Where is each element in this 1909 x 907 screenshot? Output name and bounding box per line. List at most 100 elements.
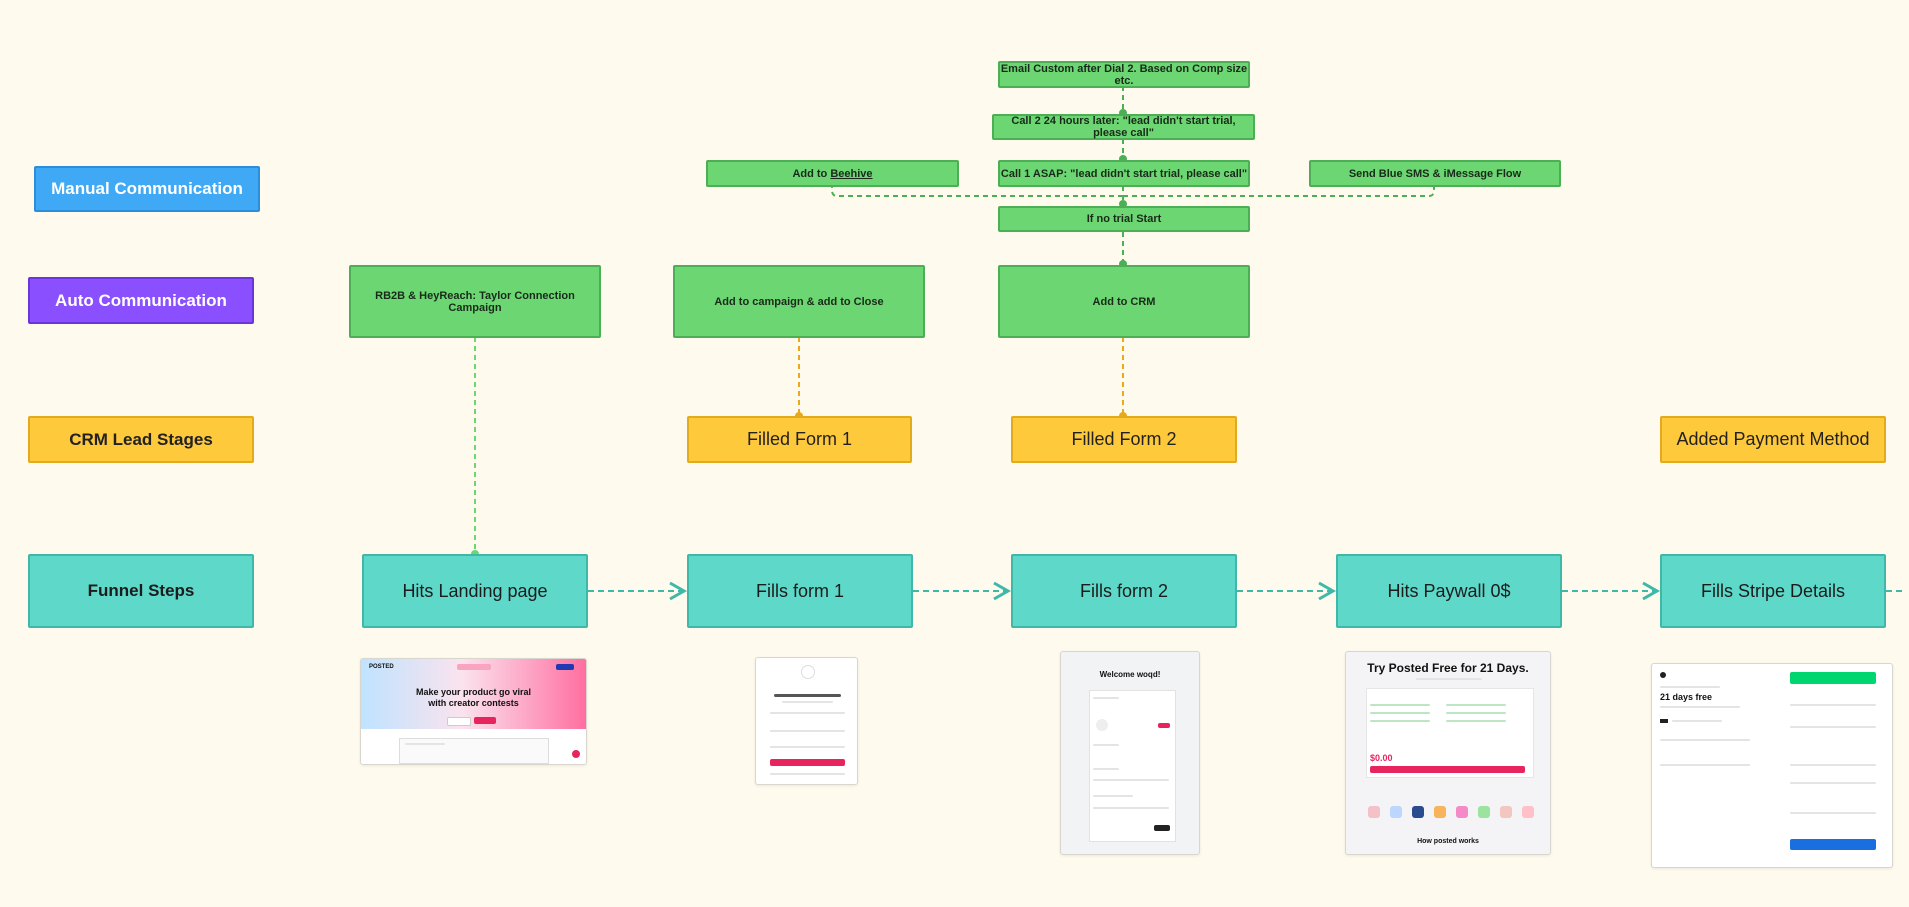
node-label: Filled Form 1 xyxy=(746,429,853,449)
paywall-feature-2 xyxy=(1446,704,1506,706)
node-label: Added Payment Method xyxy=(1676,429,1870,449)
node-label: Add to xyxy=(792,167,828,180)
form1-field-1 xyxy=(770,712,845,714)
lane-label: CRM Lead Stages xyxy=(69,429,213,449)
crm-filled-form-1[interactable]: Filled Form 1 xyxy=(687,416,912,463)
stripe-product-line xyxy=(1672,720,1722,722)
paywall-card xyxy=(1366,688,1534,778)
node-label: Call 1 ASAP: "lead didn't start trial, p… xyxy=(1000,167,1248,180)
form1-field-3 xyxy=(770,746,845,748)
paywall-feature-5 xyxy=(1370,720,1430,722)
paywall-feature-3 xyxy=(1370,712,1430,714)
paywall-footer: How posted works xyxy=(1417,838,1479,845)
form1-subheading xyxy=(782,701,833,703)
stripe-name-field xyxy=(1790,764,1876,766)
node-label: RB2B & HeyReach: Taylor Connection Campa… xyxy=(375,289,575,314)
node-add-to-beehive[interactable]: Add to Beehive xyxy=(706,160,959,187)
form1-logo-icon xyxy=(801,665,815,679)
stripe-email-field xyxy=(1790,704,1876,706)
node-call-1[interactable]: Call 1 ASAP: "lead didn't start trial, p… xyxy=(998,160,1250,187)
node-label: Fills form 2 xyxy=(1079,580,1168,601)
landing-cta-primary xyxy=(474,717,496,724)
funnel-hits-paywall[interactable]: Hits Paywall 0$ xyxy=(1336,554,1562,628)
lane-funnel-steps[interactable]: Funnel Steps xyxy=(28,554,254,628)
node-label: Filled Form 2 xyxy=(1071,429,1177,449)
node-label: Hits Paywall 0$ xyxy=(1387,580,1511,601)
node-rb2b-heyreach[interactable]: RB2B & HeyReach: Taylor Connection Campa… xyxy=(349,265,601,338)
node-label: Send Blue SMS & iMessage Flow xyxy=(1348,167,1522,180)
form1-heading xyxy=(774,694,841,697)
stripe-logo-icon xyxy=(1660,672,1666,678)
node-no-trial-start[interactable]: If no trial Start xyxy=(998,206,1250,232)
stripe-summary-line xyxy=(1660,706,1740,708)
thumbnail-form-1[interactable] xyxy=(755,657,858,785)
node-send-blue-sms[interactable]: Send Blue SMS & iMessage Flow xyxy=(1309,160,1561,187)
form2-field-label-4 xyxy=(1093,795,1133,797)
landing-headline-line-1: Make your product go viral xyxy=(415,687,532,697)
lane-label: Manual Communication xyxy=(51,179,243,198)
landing-preview-line xyxy=(405,743,445,745)
beehive-link[interactable]: Beehive xyxy=(830,167,873,180)
stripe-card-field xyxy=(1790,726,1876,728)
node-label: Add to CRM xyxy=(1092,295,1156,308)
paywall-price: $0.00 xyxy=(1370,753,1393,763)
funnel-fills-form-1[interactable]: Fills form 1 xyxy=(687,554,913,628)
paywall-start-trial-button xyxy=(1370,766,1525,773)
stripe-merchant-line xyxy=(1660,686,1720,688)
connector-notrial-beehive xyxy=(831,186,1123,197)
thumbnail-stripe[interactable]: 21 days free xyxy=(1651,663,1893,868)
landing-nav-buttons xyxy=(457,664,491,670)
form2-field-3 xyxy=(1093,779,1169,781)
form2-field-label-1 xyxy=(1093,697,1119,699)
form2-avatar-icon xyxy=(1096,719,1108,731)
node-label: Email Custom after Dial 2. Based on Comp… xyxy=(1000,62,1248,87)
landing-cta-secondary xyxy=(447,717,471,726)
lane-auto-communication[interactable]: Auto Communication xyxy=(28,277,254,324)
form2-continue-button xyxy=(1154,825,1170,831)
form1-submit-button xyxy=(770,759,845,766)
funnel-fills-stripe-details[interactable]: Fills Stripe Details xyxy=(1660,554,1886,628)
paywall-feature-4 xyxy=(1446,712,1506,714)
landing-login-button xyxy=(556,664,574,670)
node-label: Add to campaign & add to Close xyxy=(714,295,884,308)
form2-field-label-3 xyxy=(1093,768,1119,770)
stripe-country-field xyxy=(1790,782,1876,784)
node-label: Call 2 24 hours later: "lead didn't star… xyxy=(1011,115,1236,139)
landing-chat-icon xyxy=(572,750,580,758)
node-call-2[interactable]: Call 2 24 hours later: "lead didn't star… xyxy=(992,114,1255,140)
node-add-to-crm[interactable]: Add to CRM xyxy=(998,265,1250,338)
crm-added-payment-method[interactable]: Added Payment Method xyxy=(1660,416,1886,463)
form2-card xyxy=(1089,690,1176,842)
stripe-subtotal-line xyxy=(1660,739,1750,741)
paywall-feature-1 xyxy=(1370,704,1430,706)
form2-field-4 xyxy=(1093,807,1169,809)
form2-badge xyxy=(1158,723,1170,728)
landing-logo: POSTED xyxy=(369,664,394,670)
lane-crm-lead-stages[interactable]: CRM Lead Stages xyxy=(28,416,254,463)
stripe-title: 21 days free xyxy=(1660,692,1713,702)
lane-label: Auto Communication xyxy=(55,290,227,310)
thumbnail-form-2[interactable]: Welcome woqd! xyxy=(1060,651,1200,855)
funnel-hits-landing-page[interactable]: Hits Landing page xyxy=(362,554,588,628)
lane-manual-communication[interactable]: Manual Communication xyxy=(34,166,260,212)
node-label: Fills Stripe Details xyxy=(1700,580,1846,601)
node-label: Hits Landing page xyxy=(402,580,548,601)
lane-label: Funnel Steps xyxy=(87,581,195,600)
paywall-feature-6 xyxy=(1446,720,1506,722)
paywall-title: Try Posted Free for 21 Days. xyxy=(1367,661,1529,675)
node-add-to-campaign[interactable]: Add to campaign & add to Close xyxy=(673,265,925,338)
thumbnail-paywall[interactable]: Try Posted Free for 21 Days. $0.00 How p… xyxy=(1345,651,1551,855)
node-email-custom[interactable]: Email Custom after Dial 2. Based on Comp… xyxy=(998,61,1250,88)
stripe-pay-link-button xyxy=(1790,672,1876,684)
node-label: Fills form 1 xyxy=(755,580,844,601)
stripe-total-line xyxy=(1660,764,1750,766)
form1-footer-line xyxy=(770,773,845,775)
node-label: If no trial Start xyxy=(1086,213,1162,225)
connector-notrial-sms xyxy=(1123,186,1435,197)
crm-filled-form-2[interactable]: Filled Form 2 xyxy=(1011,416,1237,463)
landing-preview-panel xyxy=(399,738,549,764)
landing-headline-line-2: with creator contests xyxy=(428,698,519,708)
stripe-terms-line xyxy=(1790,812,1876,814)
funnel-fills-form-2[interactable]: Fills form 2 xyxy=(1011,554,1237,628)
